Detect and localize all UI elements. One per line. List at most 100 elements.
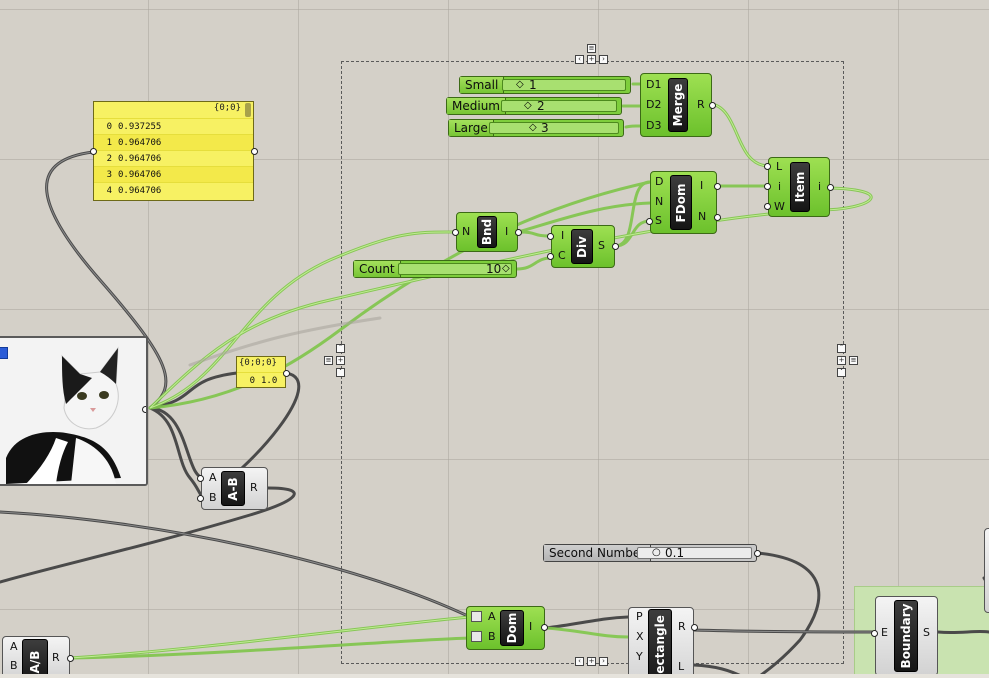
slider-medium-handle-icon[interactable]: ◇ xyxy=(524,100,532,111)
bounds-component[interactable]: N Bnd I xyxy=(452,212,522,252)
group-top-controls[interactable]: ≡ ‹ + › xyxy=(575,44,611,66)
domain-input-b[interactable]: B xyxy=(488,630,496,643)
divide-output-r[interactable]: R xyxy=(52,651,60,664)
divide-input-b[interactable]: B xyxy=(10,659,18,672)
boundary-input-grip[interactable] xyxy=(871,630,878,637)
div-output-s[interactable]: S xyxy=(598,239,605,252)
slider-second-number[interactable]: Second Number 0.1 ○ xyxy=(543,544,761,562)
rectangle-output-r[interactable]: R xyxy=(678,620,686,633)
div-input-c[interactable]: C xyxy=(558,249,566,262)
values-panel-output-grip[interactable] xyxy=(251,148,258,155)
boundary-output-s[interactable]: S xyxy=(923,626,930,639)
merge-input-d2[interactable]: D2 xyxy=(646,98,662,111)
image-viewer-output-grip[interactable] xyxy=(142,406,146,413)
boundary-input-e[interactable]: E xyxy=(881,626,888,639)
image-viewer[interactable] xyxy=(0,336,148,486)
slider-small-handle-icon[interactable]: ◇ xyxy=(516,79,524,90)
slider-medium[interactable]: Medium 2 ◇ xyxy=(446,97,622,115)
item-input-i-grip[interactable] xyxy=(764,183,771,190)
group-menu-icon-right[interactable]: ≡ xyxy=(849,356,858,365)
slider-large[interactable]: Large 3 ◇ xyxy=(448,119,624,137)
group-menu-icon-left[interactable]: ≡ xyxy=(324,356,333,365)
divide-domain-component[interactable]: I C Div S xyxy=(547,225,619,268)
divide-input-a[interactable]: A xyxy=(10,640,18,653)
group-right-controls[interactable]: ˄ + ≡ ˅ xyxy=(837,344,861,380)
fdom-input-d[interactable]: D xyxy=(655,175,664,188)
slider-small[interactable]: Small 1 ◇ xyxy=(459,76,631,94)
slider-medium-track[interactable] xyxy=(501,100,617,112)
slider-count-track[interactable] xyxy=(398,263,512,275)
group-down-icon-right[interactable]: ˅ xyxy=(837,368,846,377)
subtract-input-a-grip[interactable] xyxy=(197,475,204,482)
group-up-icon-right[interactable]: ˄ xyxy=(837,344,846,353)
bnd-input-grip[interactable] xyxy=(452,229,459,236)
group-up-icon[interactable]: ˄ xyxy=(336,344,345,353)
slider-second-number-handle-icon[interactable]: ○ xyxy=(652,547,661,558)
construct-domain-component[interactable]: A B Dom I xyxy=(466,606,548,650)
group-plus-icon[interactable]: + xyxy=(587,55,596,64)
group-bottom-controls[interactable]: ‹ + › xyxy=(575,657,611,669)
slider-count[interactable]: Count 10 ◇ xyxy=(353,260,517,278)
group-menu-icon[interactable]: ≡ xyxy=(587,44,596,53)
offscreen-component[interactable] xyxy=(984,528,989,613)
second-number-output-grip[interactable] xyxy=(754,550,761,557)
domain-output-grip[interactable] xyxy=(541,624,548,631)
fdom-input-n[interactable]: N xyxy=(655,195,664,208)
group-plus-icon-bottom[interactable]: + xyxy=(587,657,596,666)
group-right-icon[interactable]: › xyxy=(599,55,608,64)
divide-output-grip[interactable] xyxy=(67,655,74,662)
find-domain-component[interactable]: D N S FDom I N xyxy=(646,171,721,234)
group-left-controls[interactable]: ˄ ≡ + ˅ xyxy=(324,344,348,380)
rectangle-input-x[interactable]: X xyxy=(636,630,644,643)
item-input-l-grip[interactable] xyxy=(764,163,771,170)
fdom-output-i[interactable]: I xyxy=(700,179,704,192)
domain-input-a[interactable]: A xyxy=(488,610,496,623)
save-icon[interactable] xyxy=(0,347,8,359)
subtract-component[interactable]: A B A-B R xyxy=(197,467,268,510)
rectangle-input-y[interactable]: Y xyxy=(636,650,643,663)
fdom-output-n-grip[interactable] xyxy=(714,214,721,221)
subtract-output-r[interactable]: R xyxy=(250,481,258,494)
fdom-output-i-grip[interactable] xyxy=(714,183,721,190)
merge-output-r[interactable]: R xyxy=(697,98,705,111)
small-panel-output-grip[interactable] xyxy=(283,370,290,377)
item-output-i[interactable]: i xyxy=(818,180,822,193)
item-output-grip[interactable] xyxy=(827,184,834,191)
rectangle-output-r-grip[interactable] xyxy=(691,624,698,631)
divide-component[interactable]: A B A/B R xyxy=(2,636,74,678)
fdom-output-n[interactable]: N xyxy=(698,210,707,223)
merge-input-d3[interactable]: D3 xyxy=(646,119,662,132)
fdom-input-s[interactable]: S xyxy=(655,214,662,227)
rectangle-component[interactable]: P X Y Rectangle R L xyxy=(628,607,698,678)
subtract-input-b[interactable]: B xyxy=(209,491,217,504)
merge-component[interactable]: D1 D2 D3 Merge R xyxy=(640,73,716,137)
item-input-i[interactable]: i xyxy=(778,180,782,193)
group-left-icon-bottom[interactable]: ‹ xyxy=(575,657,584,666)
group-left-icon[interactable]: ‹ xyxy=(575,55,584,64)
div-input-i-grip[interactable] xyxy=(547,233,554,240)
subtract-input-b-grip[interactable] xyxy=(197,495,204,502)
div-input-i[interactable]: I xyxy=(561,229,565,242)
bnd-input-n[interactable]: N xyxy=(462,225,471,238)
panel-scrollbar[interactable] xyxy=(245,103,251,117)
slider-count-handle-icon[interactable]: ◇ xyxy=(502,263,510,274)
fdom-input-s-grip[interactable] xyxy=(646,218,653,225)
div-input-c-grip[interactable] xyxy=(547,253,554,260)
div-output-grip[interactable] xyxy=(612,243,619,250)
group-right-icon-bottom[interactable]: › xyxy=(599,657,608,666)
group-plus-icon-left[interactable]: + xyxy=(336,356,345,365)
rectangle-input-p[interactable]: P xyxy=(636,610,643,623)
subtract-input-a[interactable]: A xyxy=(209,471,217,484)
rectangle-output-l[interactable]: L xyxy=(678,660,685,673)
merge-output-grip[interactable] xyxy=(709,102,716,109)
merge-input-d1[interactable]: D1 xyxy=(646,78,662,91)
bnd-output-grip[interactable] xyxy=(515,229,522,236)
domain-output-i[interactable]: I xyxy=(529,620,533,633)
list-item-component[interactable]: L i W Item i xyxy=(764,157,834,217)
slider-second-number-track[interactable] xyxy=(637,547,752,559)
group-plus-icon-right[interactable]: + xyxy=(837,356,846,365)
values-panel-input-grip[interactable] xyxy=(90,148,97,155)
